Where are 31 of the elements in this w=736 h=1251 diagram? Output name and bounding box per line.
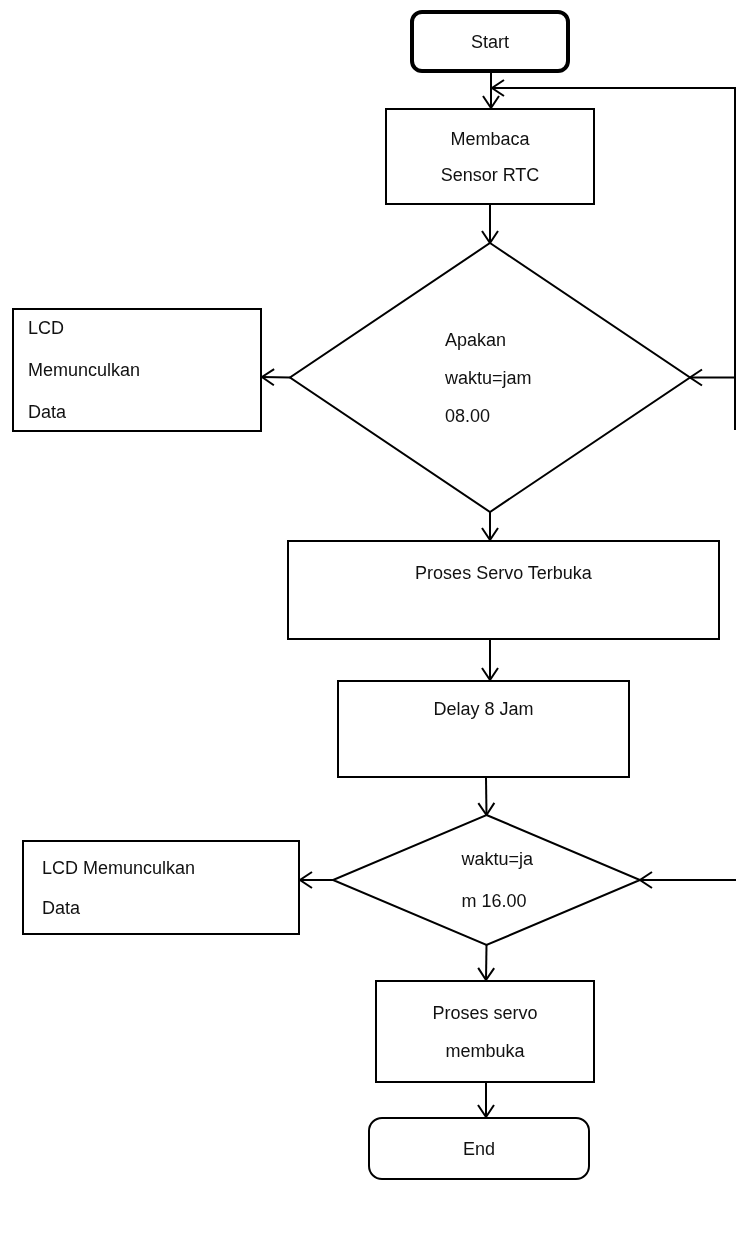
arrow bbox=[299, 871, 334, 889]
arrow bbox=[261, 368, 291, 387]
decision-diamond bbox=[333, 815, 640, 945]
process-box bbox=[287, 540, 720, 640]
node-label: Proses Servo Terbuka bbox=[415, 562, 592, 585]
process-box bbox=[375, 980, 595, 1083]
process-box bbox=[385, 108, 595, 205]
node-label: Proses servo membuka bbox=[431, 1001, 539, 1063]
decision-diamond bbox=[290, 243, 690, 512]
arrow bbox=[482, 72, 500, 109]
node-label: Delay 8 Jam bbox=[433, 698, 534, 721]
arrow bbox=[491, 79, 736, 431]
node-label: End bbox=[463, 1137, 495, 1161]
arrow bbox=[481, 511, 499, 541]
node-label: LCD Memunculkan Data bbox=[42, 856, 197, 920]
node-label: waktu=ja m 16.00 bbox=[461, 848, 535, 913]
node-label: Start bbox=[471, 30, 509, 54]
node-label: LCD Memunculkan Data bbox=[28, 317, 142, 424]
end-terminal bbox=[368, 1117, 590, 1180]
output-box bbox=[12, 308, 262, 432]
arrow bbox=[481, 204, 499, 244]
arrow bbox=[477, 944, 496, 981]
arrow bbox=[639, 871, 736, 889]
process-box bbox=[337, 680, 630, 778]
arrow bbox=[481, 639, 499, 681]
output-box bbox=[22, 840, 300, 935]
arrow bbox=[477, 777, 496, 816]
arrow bbox=[477, 1082, 495, 1118]
start-terminal bbox=[410, 10, 570, 73]
node-label: Apakan waktu=jam 08.00 bbox=[445, 328, 533, 428]
node-label: Membaca Sensor RTC bbox=[439, 127, 541, 187]
